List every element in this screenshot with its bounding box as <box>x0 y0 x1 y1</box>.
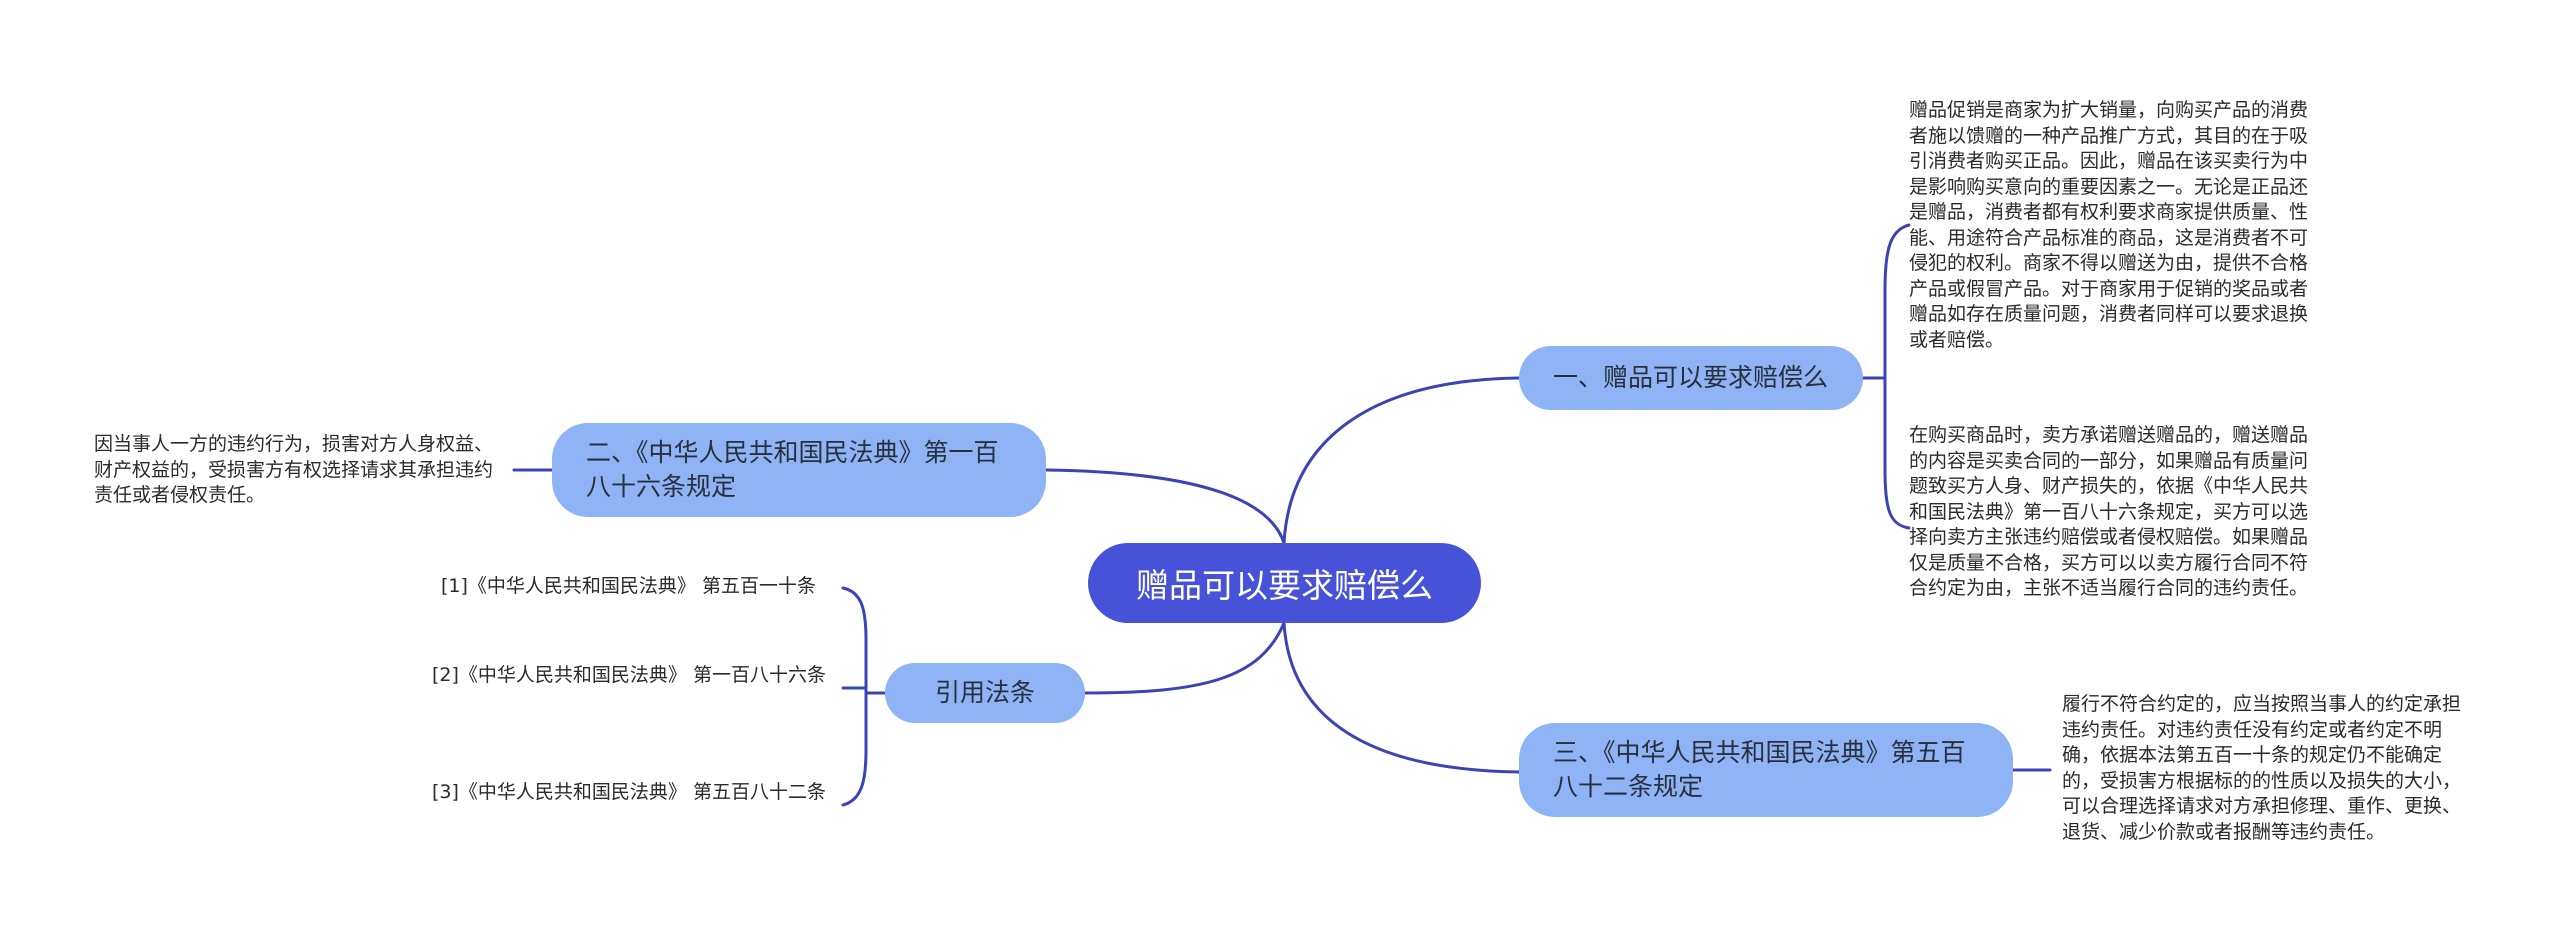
root-label: 赠品可以要求赔偿么 <box>1136 566 1433 605</box>
branch-node-3[interactable]: 三、《中华人民共和国民法典》第五百八十二条规定 <box>1519 723 2013 817</box>
note-article-186: 因当事人一方的违约行为，损害对方人身权益、财产权益的，受损害方有权选择请求其承担… <box>94 433 494 506</box>
link-root-b2 <box>1044 468 1286 545</box>
branch-node-references[interactable]: 引用法条 <box>885 663 1085 723</box>
bracket-b3 <box>841 586 868 807</box>
reference-item[interactable]: [1]《中华人民共和国民法典》 第五百一十条 <box>441 575 816 597</box>
link-root-b4 <box>1282 621 1521 774</box>
branch-label: 引用法条 <box>934 678 1035 707</box>
note-article-582: 履行不符合约定的，应当按照当事人的约定承担违约责任。对违约责任没有约定或者约定不… <box>2062 693 2462 843</box>
root-node[interactable]: 赠品可以要求赔偿么 <box>1088 543 1481 623</box>
reference-item[interactable]: [2]《中华人民共和国民法典》 第一百八十六条 <box>432 664 826 686</box>
branch-label: 一、赠品可以要求赔偿么 <box>1553 363 1829 392</box>
branch-label: 三、《中华人民共和国民法典》第五百八十二条规定 <box>1553 738 1966 801</box>
note-gift-promotion: 赠品促销是商家为扩大销量，向购买产品的消费者施以馈赠的一种产品推广方式，其目的在… <box>1909 99 2309 351</box>
reference-item[interactable]: [3]《中华人民共和国民法典》 第五百八十二条 <box>432 781 826 803</box>
link-root-b1 <box>1282 376 1521 545</box>
link-root-b3 <box>1083 621 1286 695</box>
branch-node-2[interactable]: 二、《中华人民共和国民法典》第一百八十六条规定 <box>552 423 1046 517</box>
bracket-b1 <box>1883 223 1911 530</box>
branch-node-1[interactable]: 一、赠品可以要求赔偿么 <box>1519 346 1863 410</box>
branch-label: 二、《中华人民共和国民法典》第一百八十六条规定 <box>586 438 999 501</box>
note-gift-contract: 在购买商品时，卖方承诺赠送赠品的，赠送赠品的内容是买卖合同的一部分，如果赠品有质… <box>1909 424 2309 599</box>
